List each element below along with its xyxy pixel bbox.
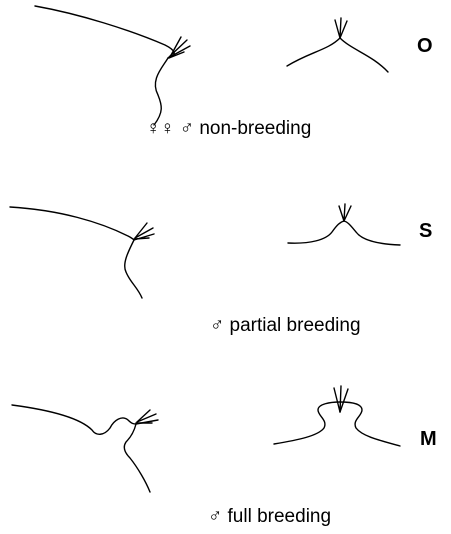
stage-o-ventral-right-outline: [340, 38, 388, 72]
stage-o-breeding-status: non-breeding: [199, 118, 311, 139]
stage-s-breeding-status: partial breeding: [230, 315, 361, 336]
stage-m-lateral-arrow-icon: [136, 410, 158, 424]
stage-o-caption: ♀♀ ♂ non-breeding: [146, 118, 311, 139]
stage-o: O ♀♀ ♂ non-breeding: [35, 6, 433, 139]
stage-o-lateral-view: [35, 6, 190, 125]
stage-o-sex-symbols: ♀♀ ♂: [146, 118, 194, 139]
stage-o-letter: O: [417, 35, 433, 57]
stage-s-ventral-arrow-icon: [339, 204, 351, 221]
stage-s-ventral-view: [288, 204, 400, 245]
stage-m-breeding-status: full breeding: [228, 506, 332, 527]
stage-o-lateral-body-outline: [35, 6, 174, 58]
stage-m-ventral-right-outline: [340, 402, 400, 446]
stage-s-caption: ♂ partial breeding: [210, 315, 361, 336]
stage-o-lateral-arrow-icon: [168, 37, 190, 58]
stage-s-lateral-body-outline: [10, 207, 134, 240]
stage-m-ventral-left-outline: [274, 402, 340, 444]
stage-m-ventral-view: [274, 386, 400, 446]
stage-o-ventral-view: [287, 18, 388, 72]
stage-m-caption: ♂ full breeding: [208, 506, 331, 527]
stage-o-ventral-arrow-icon: [335, 18, 347, 38]
stage-s-sex-symbol: ♂: [210, 315, 224, 336]
stage-s-lateral-view: [10, 207, 154, 298]
stage-m-ventral-arrow-icon: [334, 386, 348, 412]
stage-s-letter: S: [419, 220, 432, 242]
stage-s-ventral-right-outline: [344, 221, 400, 245]
stage-m: M ♂ full breeding: [12, 386, 437, 527]
stage-m-lateral-view: [12, 405, 158, 492]
stage-m-lateral-tail-outline: [124, 424, 150, 492]
stage-s: S ♂ partial breeding: [10, 204, 432, 336]
stage-s-lateral-arrow-icon: [134, 223, 154, 240]
stage-s-ventral-left-outline: [288, 221, 344, 243]
stage-m-letter: M: [420, 428, 437, 450]
stage-s-lateral-tail-outline: [125, 240, 142, 298]
stage-o-ventral-left-outline: [287, 38, 340, 66]
stage-m-lateral-body-outline: [12, 405, 136, 434]
stage-o-lateral-tail-outline: [154, 58, 168, 125]
stage-m-sex-symbol: ♂: [208, 506, 222, 527]
